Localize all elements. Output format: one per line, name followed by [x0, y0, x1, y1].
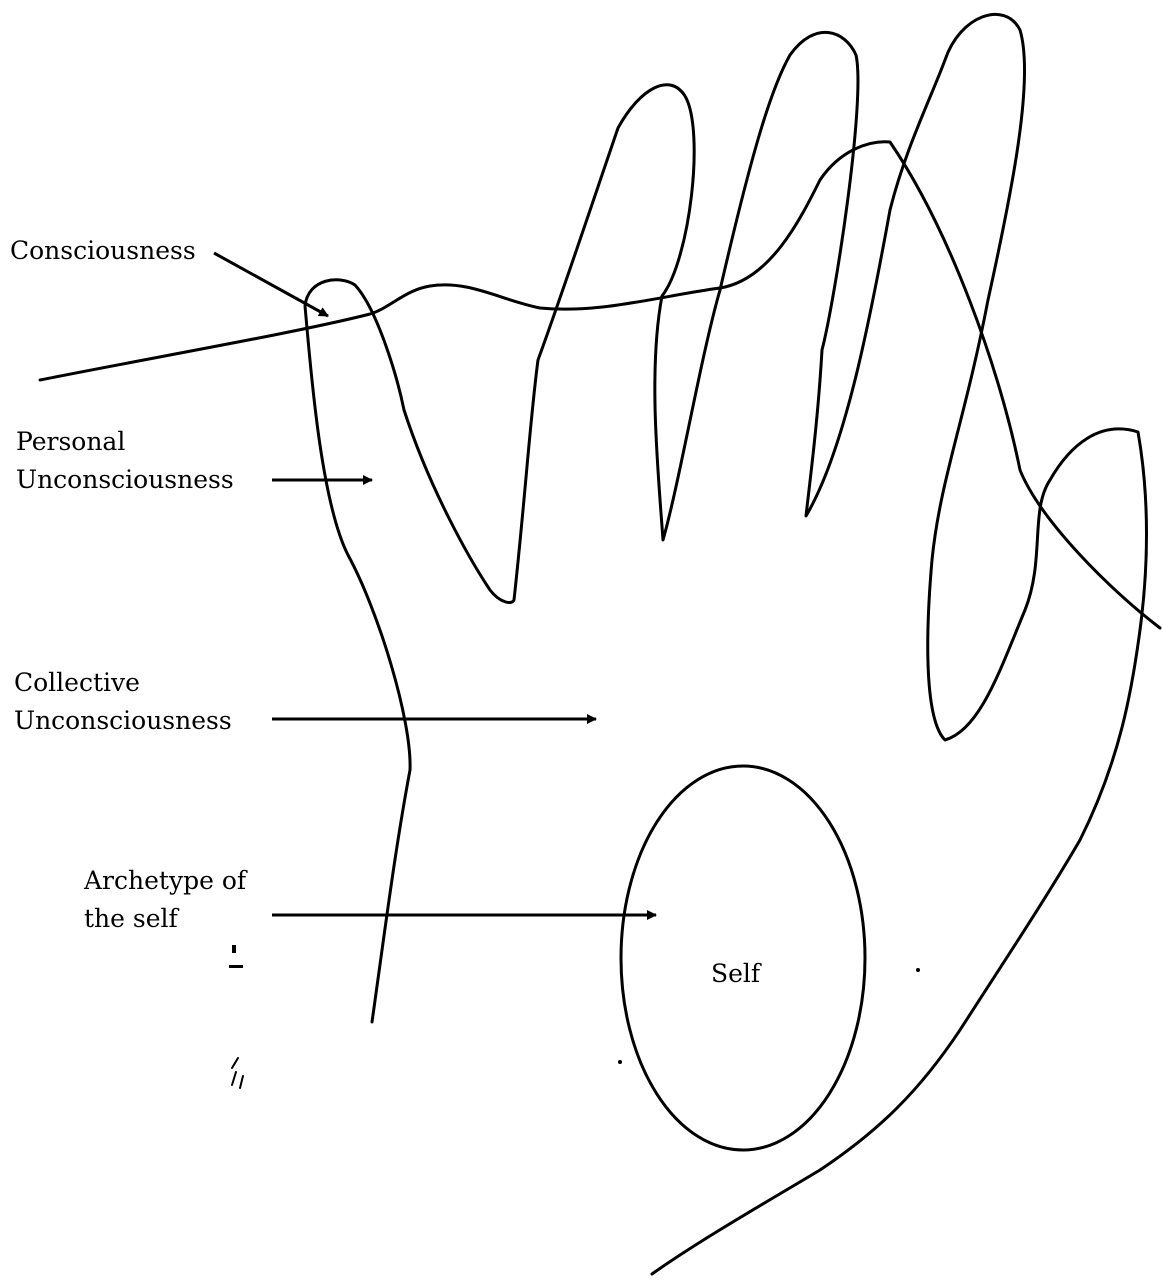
consciousness-line	[40, 142, 1160, 628]
archetype-of-self-label: Archetype of the self	[84, 862, 246, 938]
archetype-line-2: the self	[84, 900, 246, 938]
scan-speck	[229, 965, 243, 968]
personal-line-2: Unconsciousness	[16, 461, 234, 499]
consciousness-arrow	[214, 253, 328, 316]
self-label: Self	[711, 955, 760, 993]
consciousness-text: Consciousness	[10, 232, 196, 270]
collective-unconsciousness-label: Collective Unconsciousness	[14, 664, 232, 740]
personal-unconsciousness-label: Personal Unconsciousness	[16, 423, 234, 499]
scan-speck	[232, 1058, 243, 1088]
scan-speck	[618, 1060, 622, 1064]
self-text: Self	[711, 955, 760, 993]
archetype-line-1: Archetype of	[84, 862, 246, 900]
collective-line-2: Unconsciousness	[14, 702, 232, 740]
personal-line-1: Personal	[16, 423, 234, 461]
scan-speck	[232, 945, 236, 953]
scan-speck	[916, 968, 920, 972]
consciousness-label: Consciousness	[10, 232, 196, 270]
collective-line-1: Collective	[14, 664, 232, 702]
hand-outline	[305, 14, 1147, 1274]
